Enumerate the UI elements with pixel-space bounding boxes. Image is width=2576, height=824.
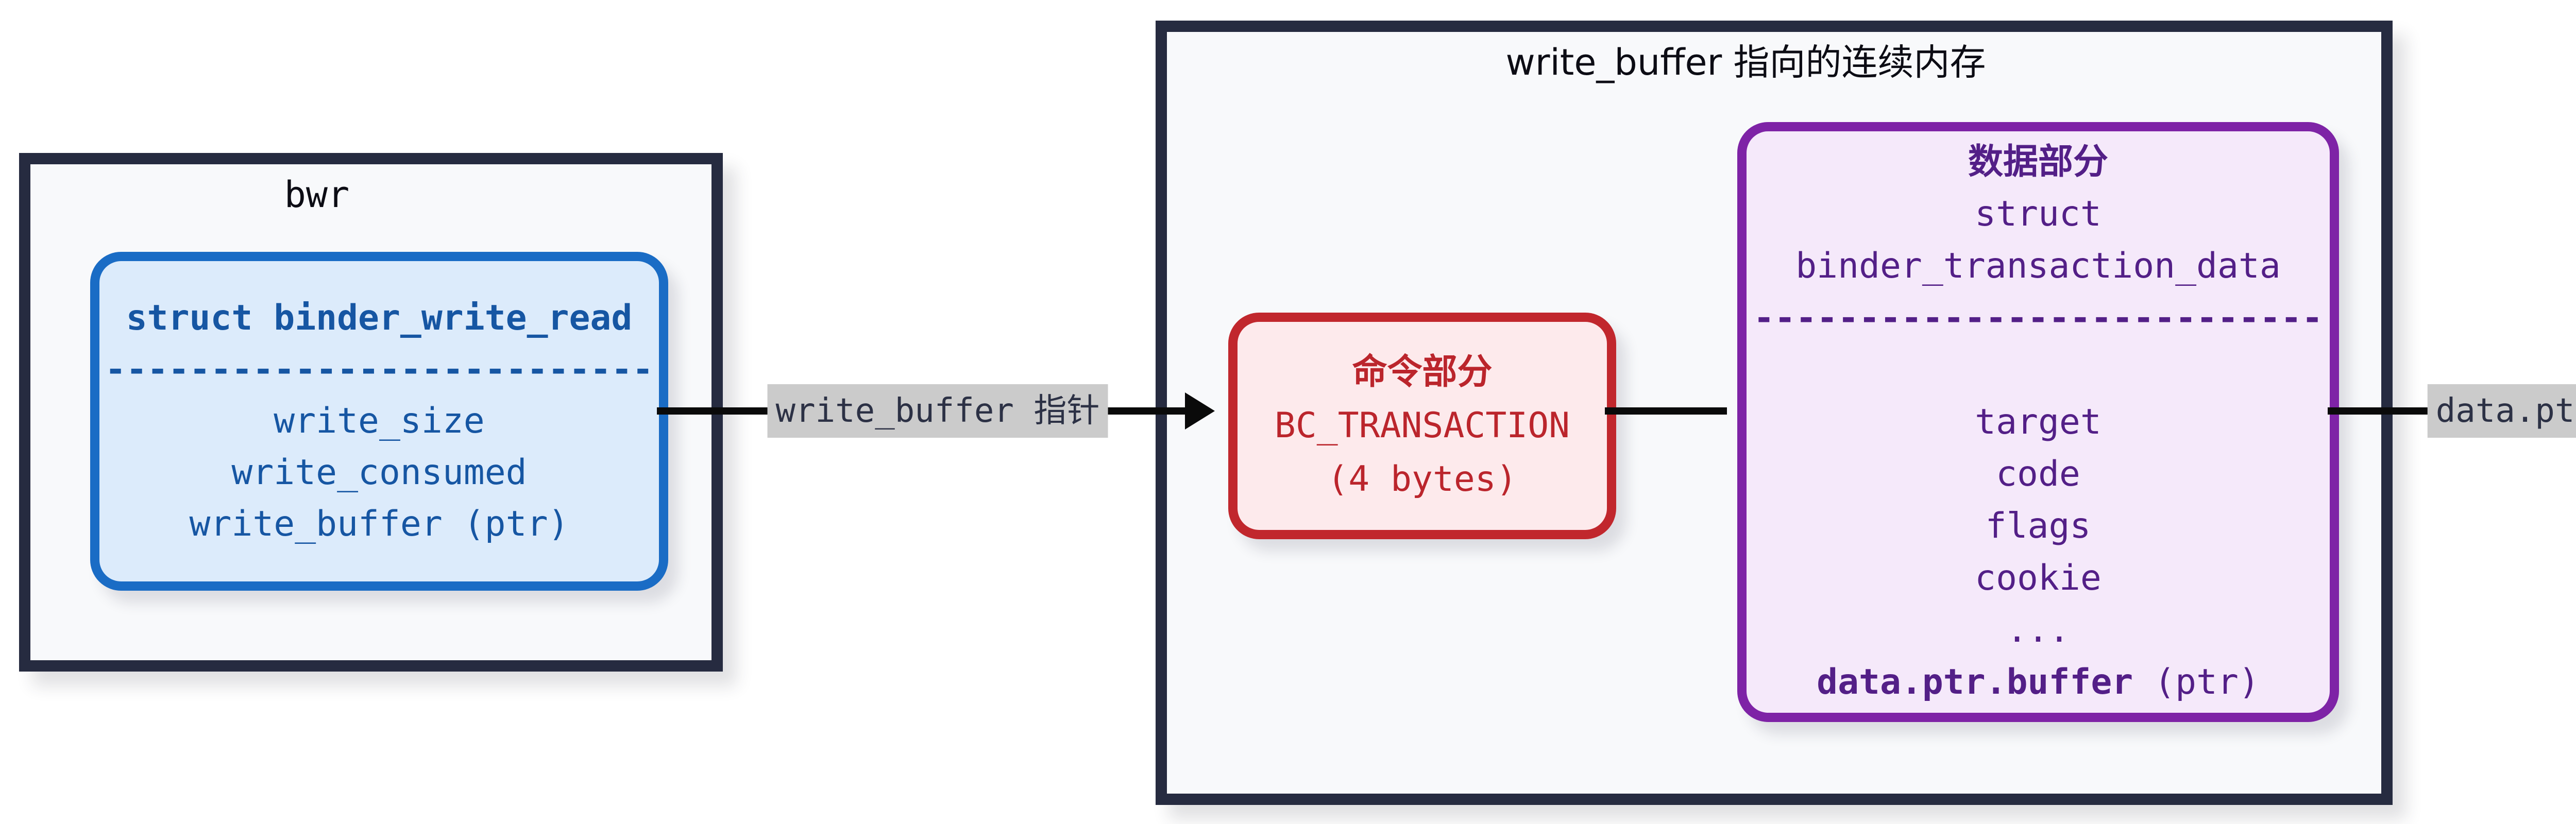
- command-part-line: BC_TRANSACTION: [1274, 405, 1570, 446]
- write-buffer-memory-container: write_buffer 指向的连续内存 命令部分 BC_TRANSACTION…: [1156, 21, 2393, 805]
- command-part-node: 命令部分 BC_TRANSACTION (4 bytes): [1228, 313, 1616, 539]
- data-part-field: cookie: [1975, 558, 2102, 598]
- struct-field: write_consumed: [231, 452, 527, 493]
- struct-field: write_buffer (ptr): [189, 504, 569, 544]
- struct-divider: --------------------------: [105, 349, 654, 390]
- data-part-pointer-field: data.ptr.buffer (ptr): [1817, 656, 2260, 708]
- edge-label-data-ptr-buffer-pointer: data.ptr.buffer 指针: [2427, 384, 2576, 438]
- data-part-field: code: [1996, 454, 2080, 494]
- data-ptr-buffer-label: data.ptr.buffer: [1817, 662, 2133, 702]
- arrow-line-command-to-data: [1605, 407, 1727, 415]
- command-part-title: 命令部分: [1352, 352, 1493, 392]
- struct-title: struct binder_write_read: [126, 298, 633, 338]
- bwr-container-title: bwr: [284, 174, 350, 216]
- data-part-ellipsis: ...: [2006, 610, 2070, 650]
- data-part-field: target: [1975, 402, 2102, 442]
- data-part-node: 数据部分 struct binder_transaction_data ----…: [1737, 122, 2339, 722]
- binder-write-read-node: struct binder_write_read ---------------…: [90, 252, 668, 591]
- data-part-line: binder_transaction_data: [1795, 246, 2281, 286]
- data-ptr-buffer-suffix: (ptr): [2133, 662, 2260, 702]
- command-part-line: (4 bytes): [1327, 459, 1517, 500]
- data-part-line: struct: [1975, 194, 2102, 234]
- edge-label-write-buffer-pointer: write_buffer 指针: [767, 384, 1108, 438]
- arrow-head-write-buffer: [1185, 392, 1215, 430]
- struct-field: write_size: [274, 401, 485, 441]
- write-buffer-memory-title: write_buffer 指向的连续内存: [1505, 41, 1986, 83]
- data-part-field: flags: [1985, 506, 2091, 546]
- bwr-container: bwr struct binder_write_read -----------…: [19, 153, 723, 672]
- data-part-divider: ---------------------------: [1753, 298, 2323, 338]
- data-part-title: 数据部分: [1968, 142, 2108, 182]
